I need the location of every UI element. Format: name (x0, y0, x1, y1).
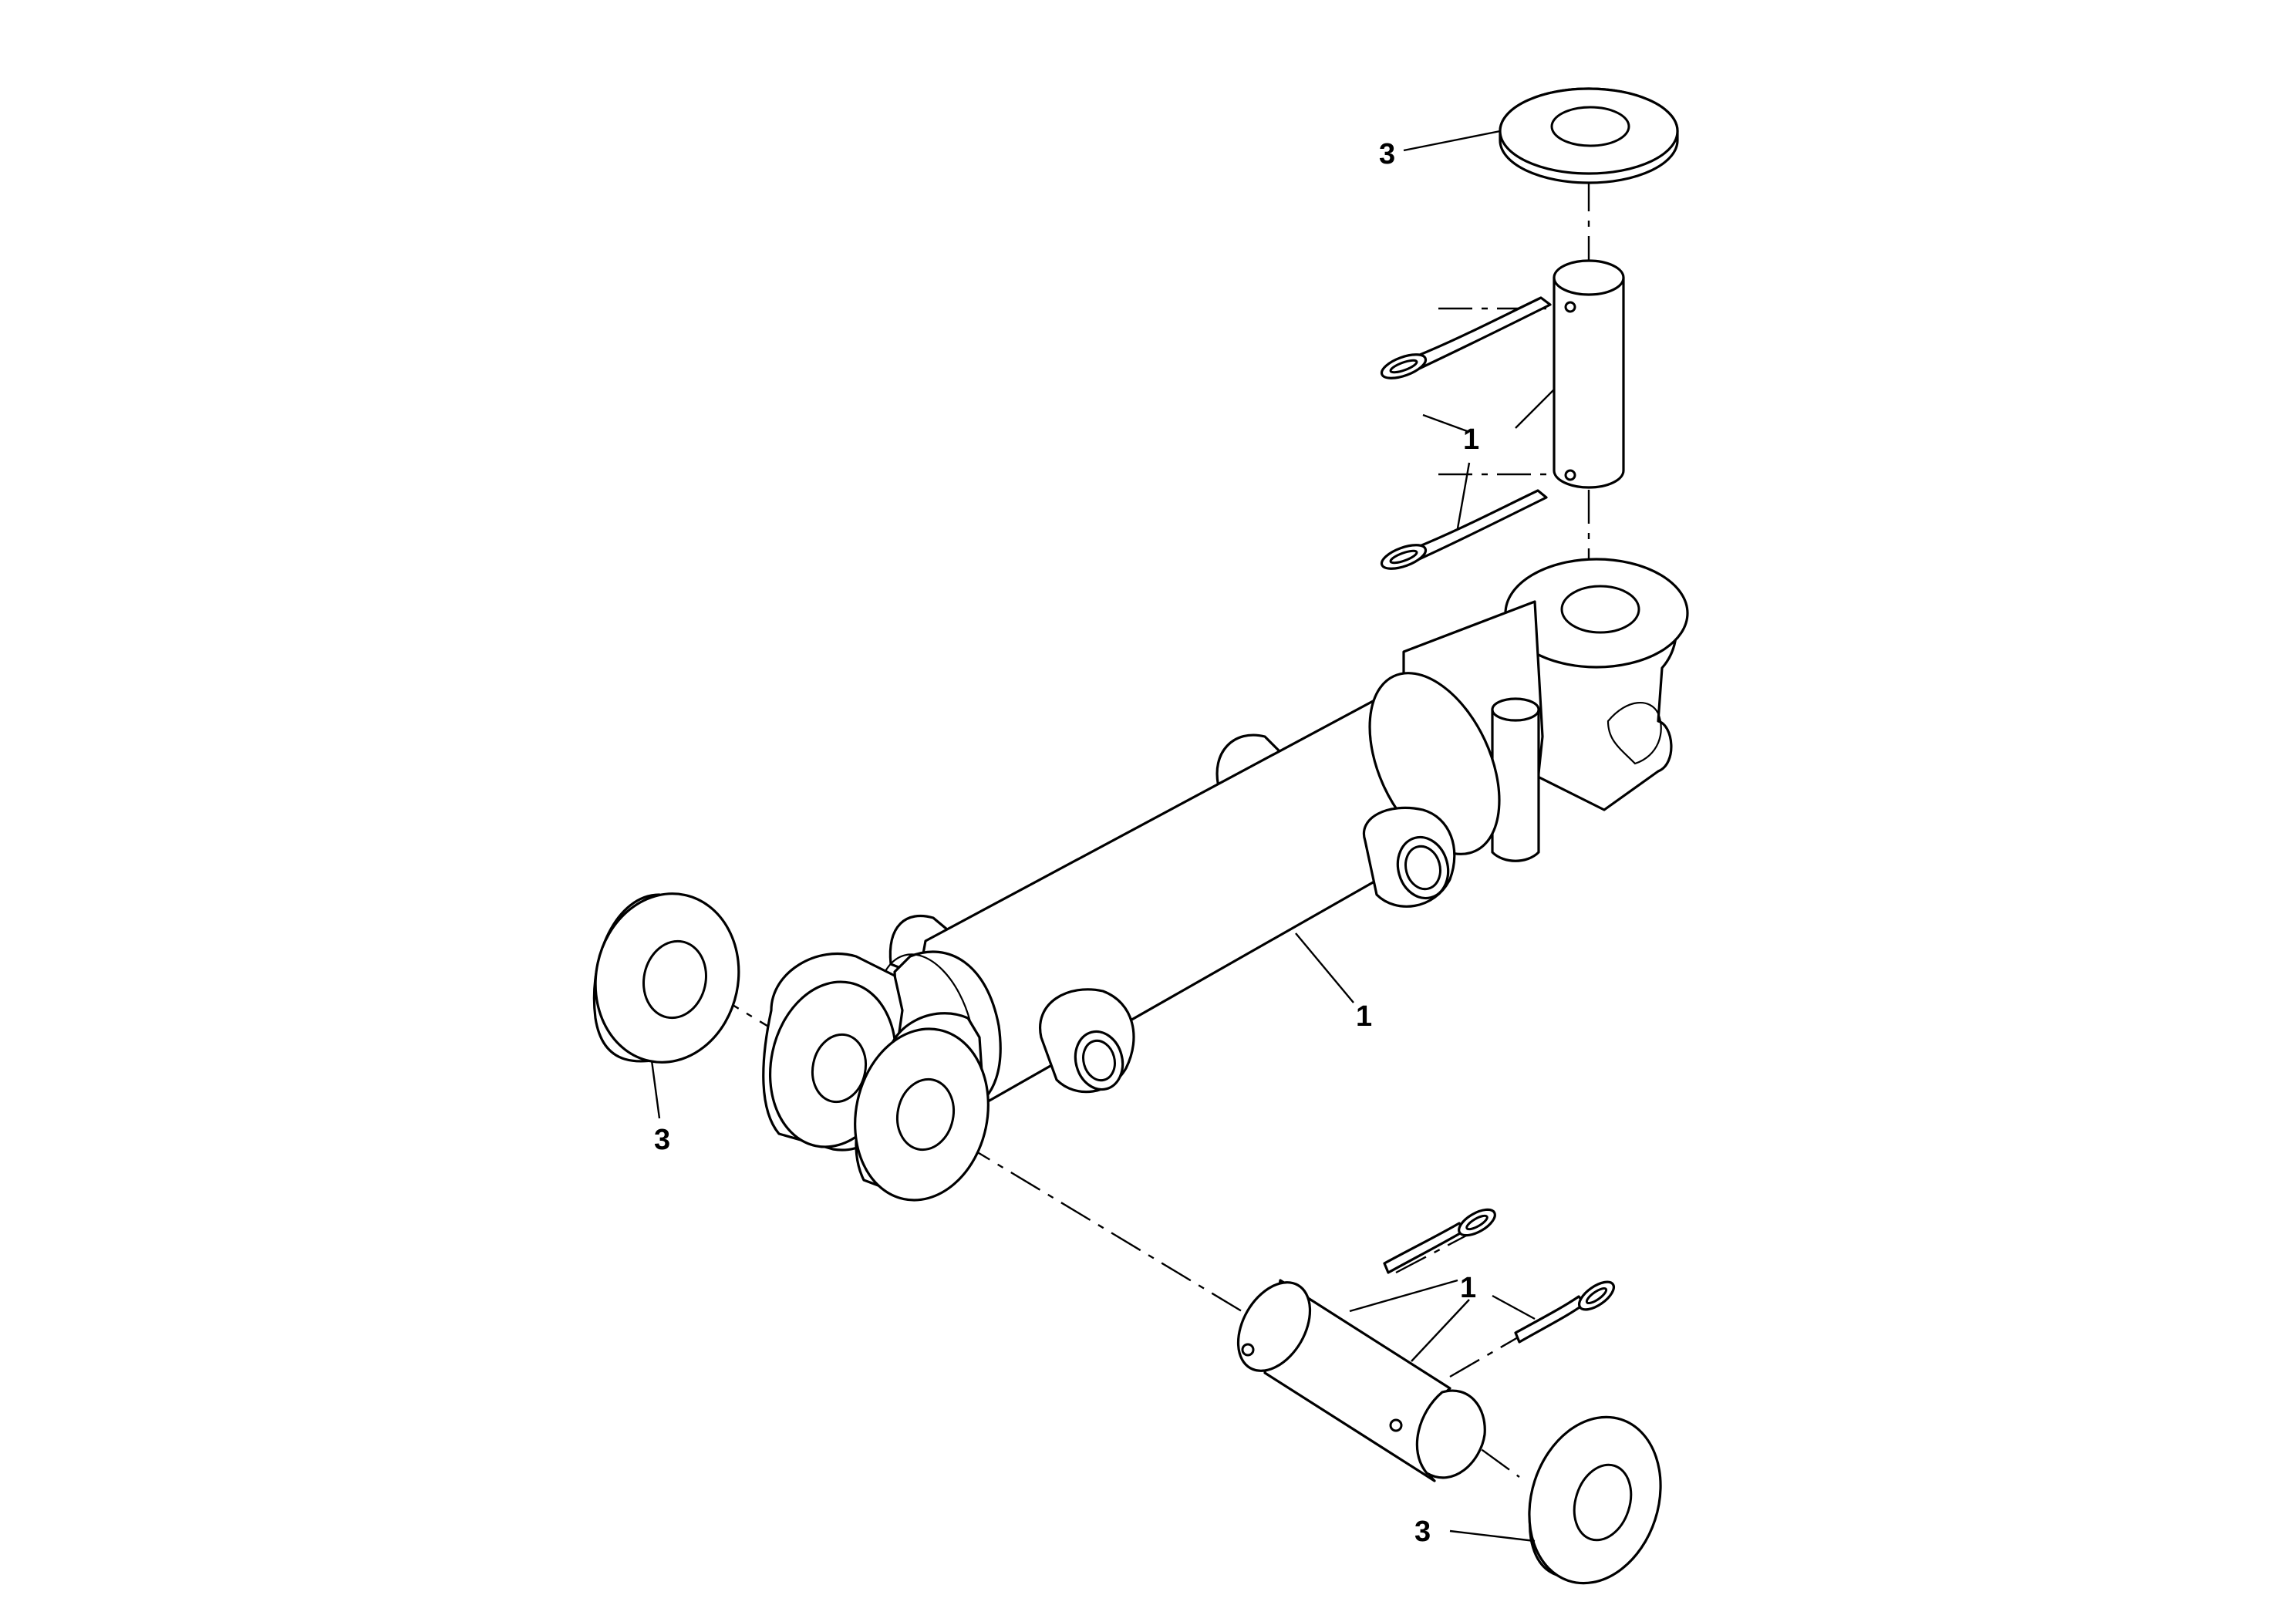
left-washer (592, 892, 740, 1064)
callout-labels: 3 1 1 3 1 3 (654, 138, 1479, 1548)
leader-lines (650, 130, 1555, 1543)
bottom-cotter-pin-right (1514, 1280, 1615, 1344)
top-pin (1553, 259, 1625, 489)
bottom-washer (1528, 1415, 1662, 1585)
top-cotter-pin-lower (1380, 489, 1548, 570)
callout-washer-left: 3 (654, 1124, 670, 1156)
callout-cylinder: 1 (1356, 1000, 1372, 1033)
bottom-cotter-pin-left (1383, 1208, 1496, 1274)
callout-washer-top: 3 (1379, 138, 1395, 170)
callout-washer-bottom: 3 (1414, 1516, 1431, 1548)
callout-pins-top: 1 (1463, 423, 1479, 456)
bottom-pin (1236, 1279, 1486, 1482)
hydraulic-cylinder (762, 558, 1689, 1202)
top-washer (1499, 87, 1679, 184)
top-cotter-pin-upper (1380, 296, 1552, 379)
callout-pins-bottom: 1 (1460, 1272, 1476, 1304)
